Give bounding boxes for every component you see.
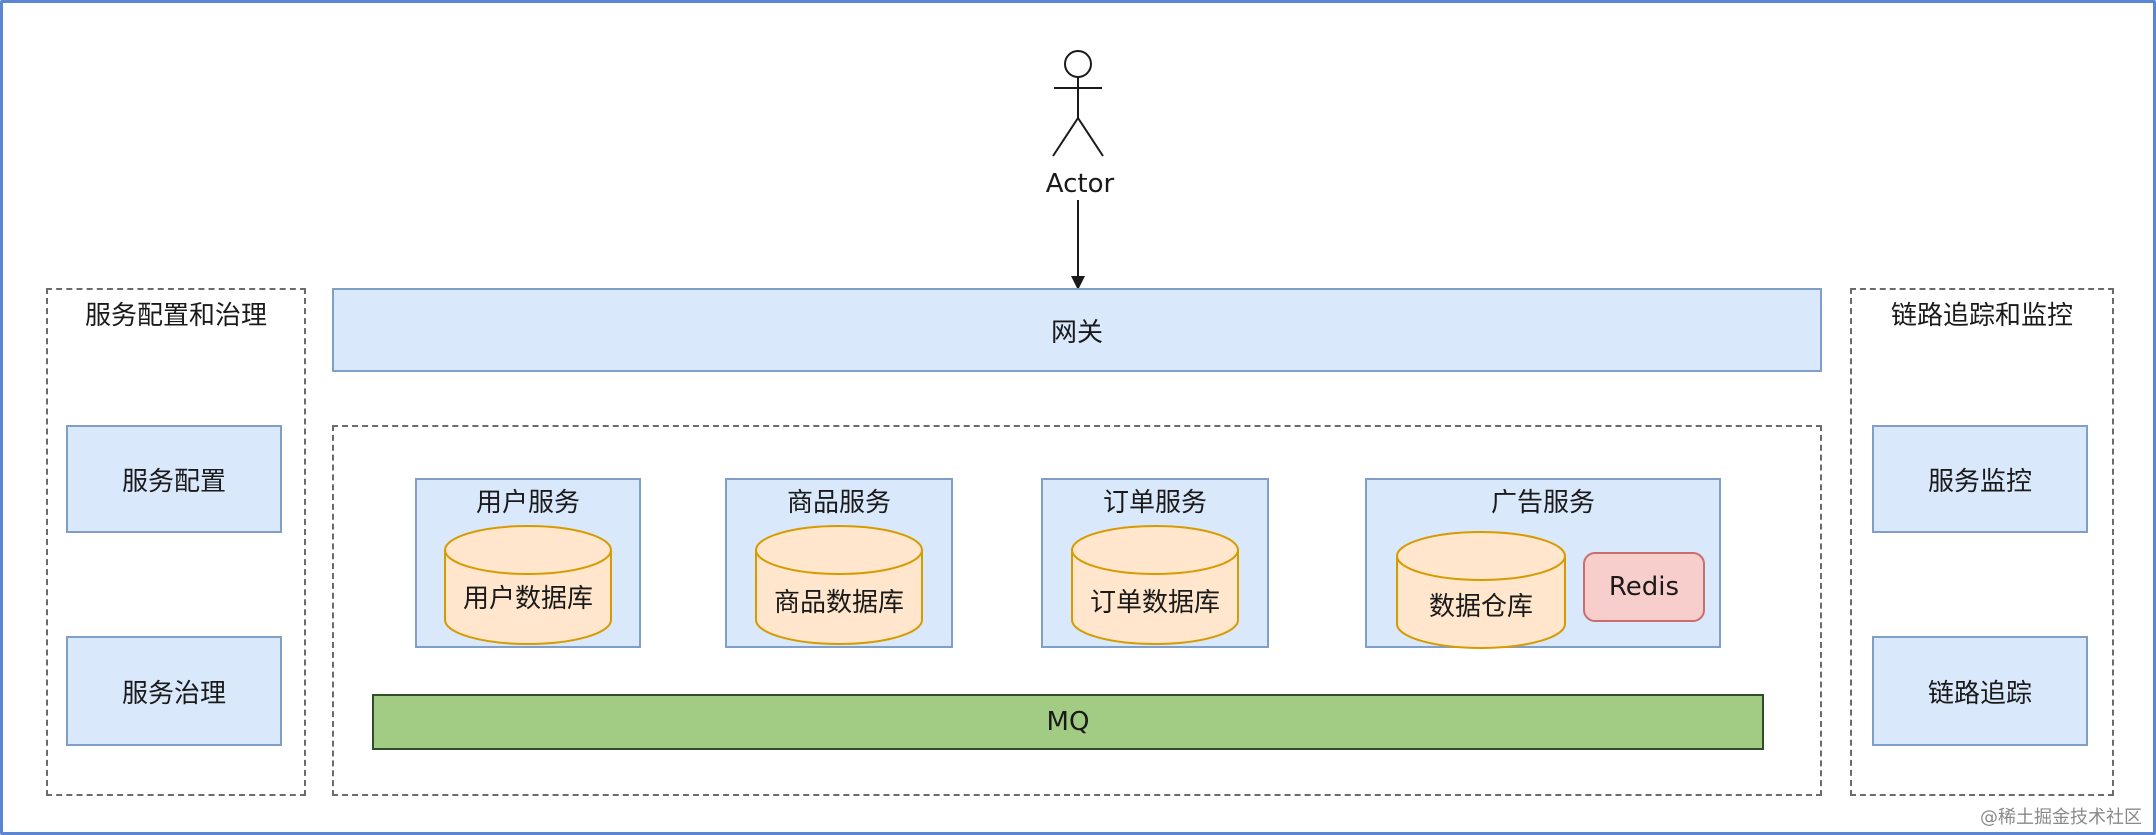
ad-service-title: 广告服务	[1490, 488, 1595, 518]
user-database-label: 用户数据库	[462, 584, 593, 614]
group-title: 链路追踪和监控	[1890, 301, 2073, 331]
service-config-label: 服务配置	[121, 466, 226, 497]
actor-to-gateway-arrow	[1071, 200, 1085, 290]
group-title: 服务配置和治理	[84, 301, 267, 331]
gateway-label: 网关	[1050, 317, 1103, 348]
watermark: @稀土掘金技术社区	[1980, 807, 2142, 828]
order-database-cylinder: 订单数据库	[1070, 524, 1240, 646]
service-governance-label: 服务治理	[121, 678, 226, 709]
mq-label: MQ	[1046, 707, 1090, 737]
mq-bar: MQ	[372, 694, 1764, 750]
actor-label: Actor	[1045, 169, 1115, 199]
redis-label: Redis	[1608, 572, 1680, 602]
order-service-title: 订单服务	[1102, 488, 1207, 518]
order-database-label: 订单数据库	[1089, 588, 1220, 618]
services-container	[332, 425, 1822, 796]
product-database-cylinder: 商品数据库	[754, 524, 924, 646]
service-monitor-label: 服务监控	[1927, 466, 2032, 497]
product-service-title: 商品服务	[786, 488, 891, 518]
product-database-label: 商品数据库	[773, 588, 904, 618]
service-monitor-box: 服务监控	[1872, 425, 2088, 533]
service-governance-group: 服务配置和治理	[46, 288, 306, 796]
tracing-label: 链路追踪	[1927, 678, 2032, 709]
tracing-monitoring-group: 链路追踪和监控	[1850, 288, 2114, 796]
gateway-box: 网关	[332, 288, 1822, 372]
user-service-title: 用户服务	[475, 488, 580, 518]
tracing-box: 链路追踪	[1872, 636, 2088, 746]
actor-icon	[1052, 50, 1104, 157]
data-warehouse-label: 数据仓库	[1428, 592, 1533, 622]
service-config-box: 服务配置	[66, 425, 282, 533]
data-warehouse-cylinder: 数据仓库	[1395, 530, 1567, 650]
user-database-cylinder: 用户数据库	[443, 524, 613, 646]
redis-cache-box: Redis	[1583, 552, 1705, 622]
service-governance-box: 服务治理	[66, 636, 282, 746]
